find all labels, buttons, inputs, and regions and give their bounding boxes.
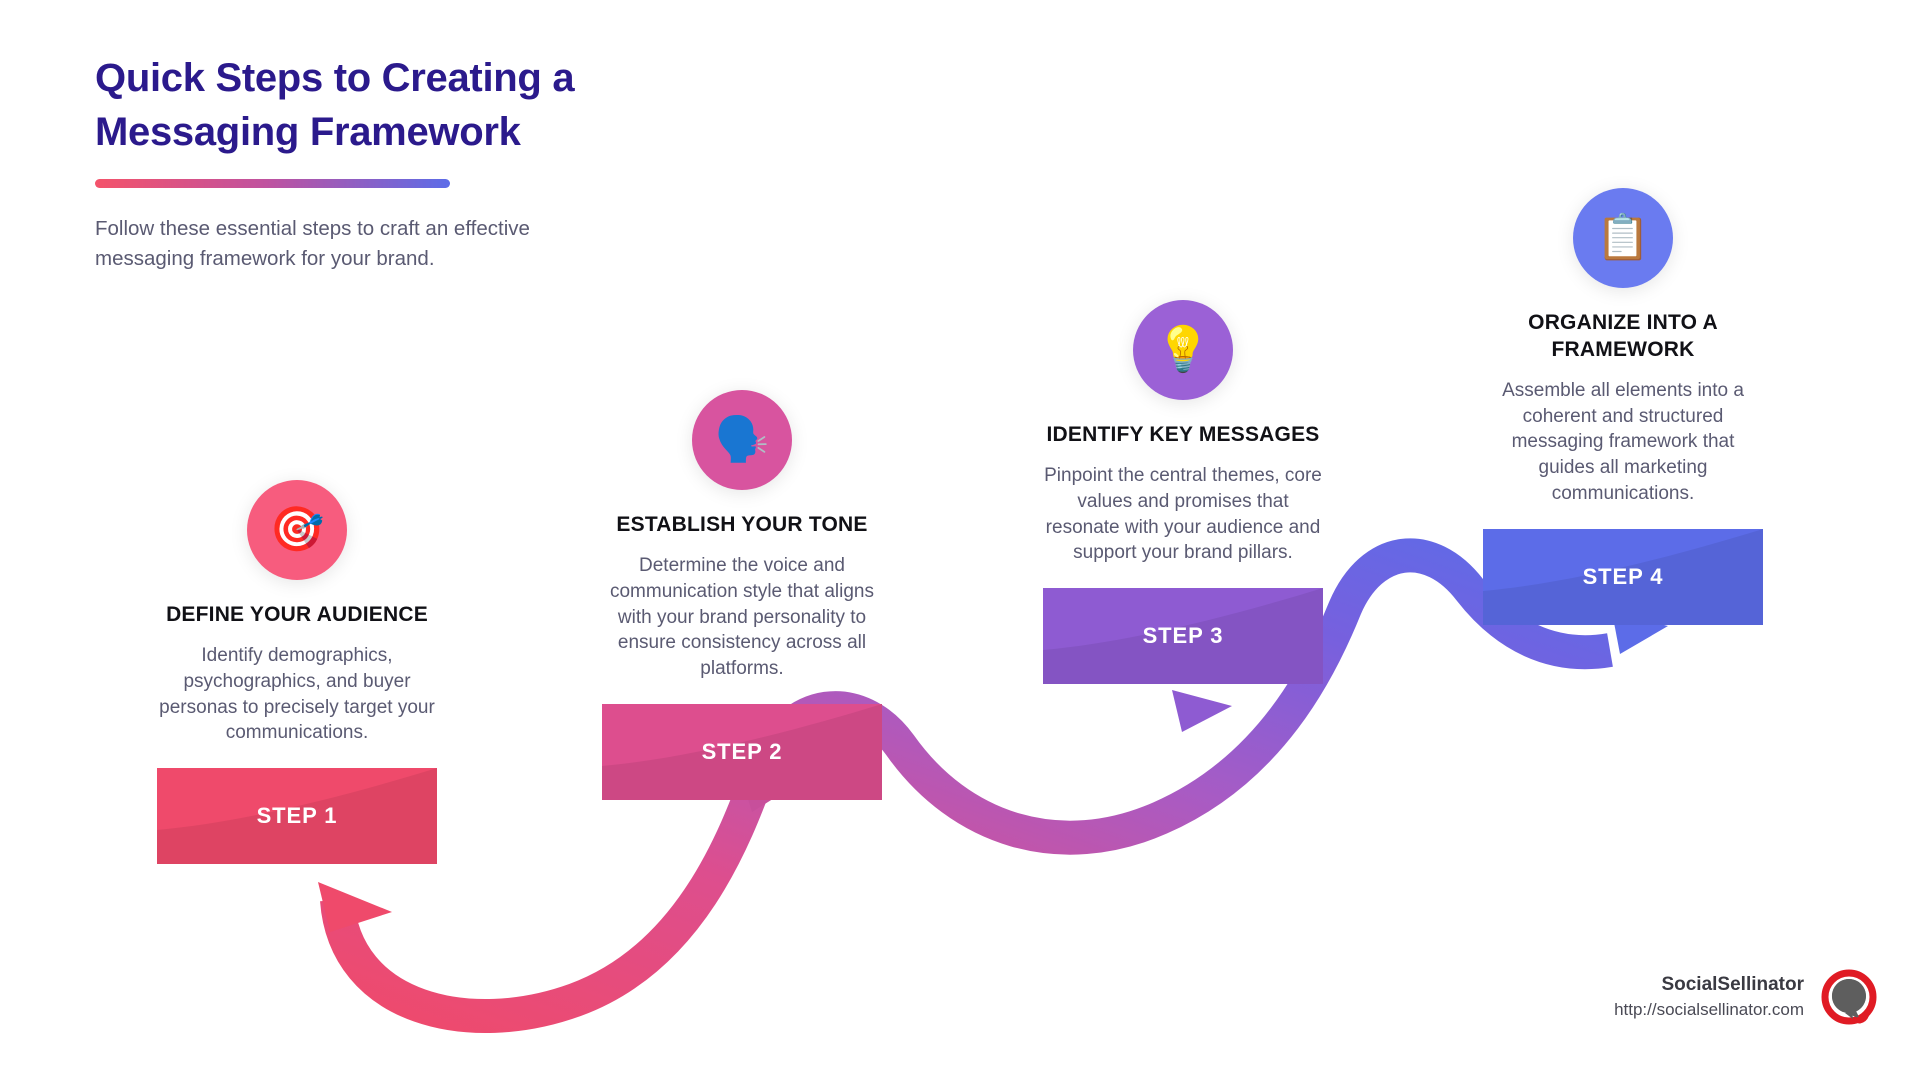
step-badge-label-2: STEP 2: [701, 739, 783, 765]
brand-url[interactable]: http://socialsellinator.com: [1614, 999, 1804, 1019]
step-badge-4[interactable]: STEP 4: [1483, 528, 1763, 625]
title-divider-bar: [95, 179, 450, 189]
step-description-1: Identify demographics, psychographics, a…: [159, 644, 435, 744]
step-column-3: 💡 IDENTIFY KEY MESSAGES Pinpoint the cen…: [1043, 300, 1323, 685]
step-badge-label-3: STEP 3: [1142, 623, 1224, 649]
logo-glyph: [1821, 969, 1877, 1025]
light-bulb-icon: 💡: [1133, 300, 1233, 400]
speaking-head-icon: 🗣️: [692, 390, 792, 490]
brand-name: SocialSellinator: [1661, 974, 1804, 996]
socialsellinator-logo-icon: [1820, 968, 1878, 1026]
step-heading-3: IDENTIFY KEY MESSAGES: [1046, 423, 1320, 446]
step-column-4: 📋 ORGANIZE INTO A FRAMEWORK Assemble all…: [1483, 188, 1763, 625]
step-badge-1[interactable]: STEP 1: [157, 768, 437, 865]
footer-branding: SocialSellinator http://socialsellinator…: [1614, 968, 1878, 1026]
step-description-4: Assemble all elements into a coherent an…: [1502, 379, 1744, 505]
header-block: Quick Steps to Creating a Messaging Fram…: [95, 52, 715, 274]
target-dart-icon: 🎯: [247, 480, 347, 580]
page-title-line-1: Quick Steps to Creating a: [95, 56, 575, 100]
step-description-2: Determine the voice and communication st…: [609, 554, 874, 680]
page-subtitle: Follow these essential steps to craft an…: [95, 217, 530, 271]
step-badge-label-4: STEP 4: [1582, 563, 1664, 589]
step-description-3: Pinpoint the central themes, core values…: [1044, 464, 1322, 564]
step-heading-1: DEFINE YOUR AUDIENCE: [166, 603, 428, 626]
step-badge-3[interactable]: STEP 3: [1043, 588, 1323, 685]
page-title-line-2: Messaging Framework: [95, 109, 521, 154]
page-title: Quick Steps to Creating a Messaging Fram…: [95, 52, 715, 159]
step-column-2: 🗣️ ESTABLISH YOUR TONE Determine the voi…: [602, 390, 882, 801]
step-badge-label-1: STEP 1: [256, 803, 338, 829]
step-column-1: 🎯 DEFINE YOUR AUDIENCE Identify demograp…: [157, 480, 437, 865]
step-heading-2: ESTABLISH YOUR TONE: [616, 513, 868, 536]
clipboard-icon: 📋: [1573, 188, 1673, 288]
step-badge-2[interactable]: STEP 2: [602, 704, 882, 801]
step-heading-4: ORGANIZE INTO A FRAMEWORK: [1528, 311, 1718, 361]
footer-text-block: SocialSellinator http://socialsellinator…: [1614, 972, 1804, 1021]
